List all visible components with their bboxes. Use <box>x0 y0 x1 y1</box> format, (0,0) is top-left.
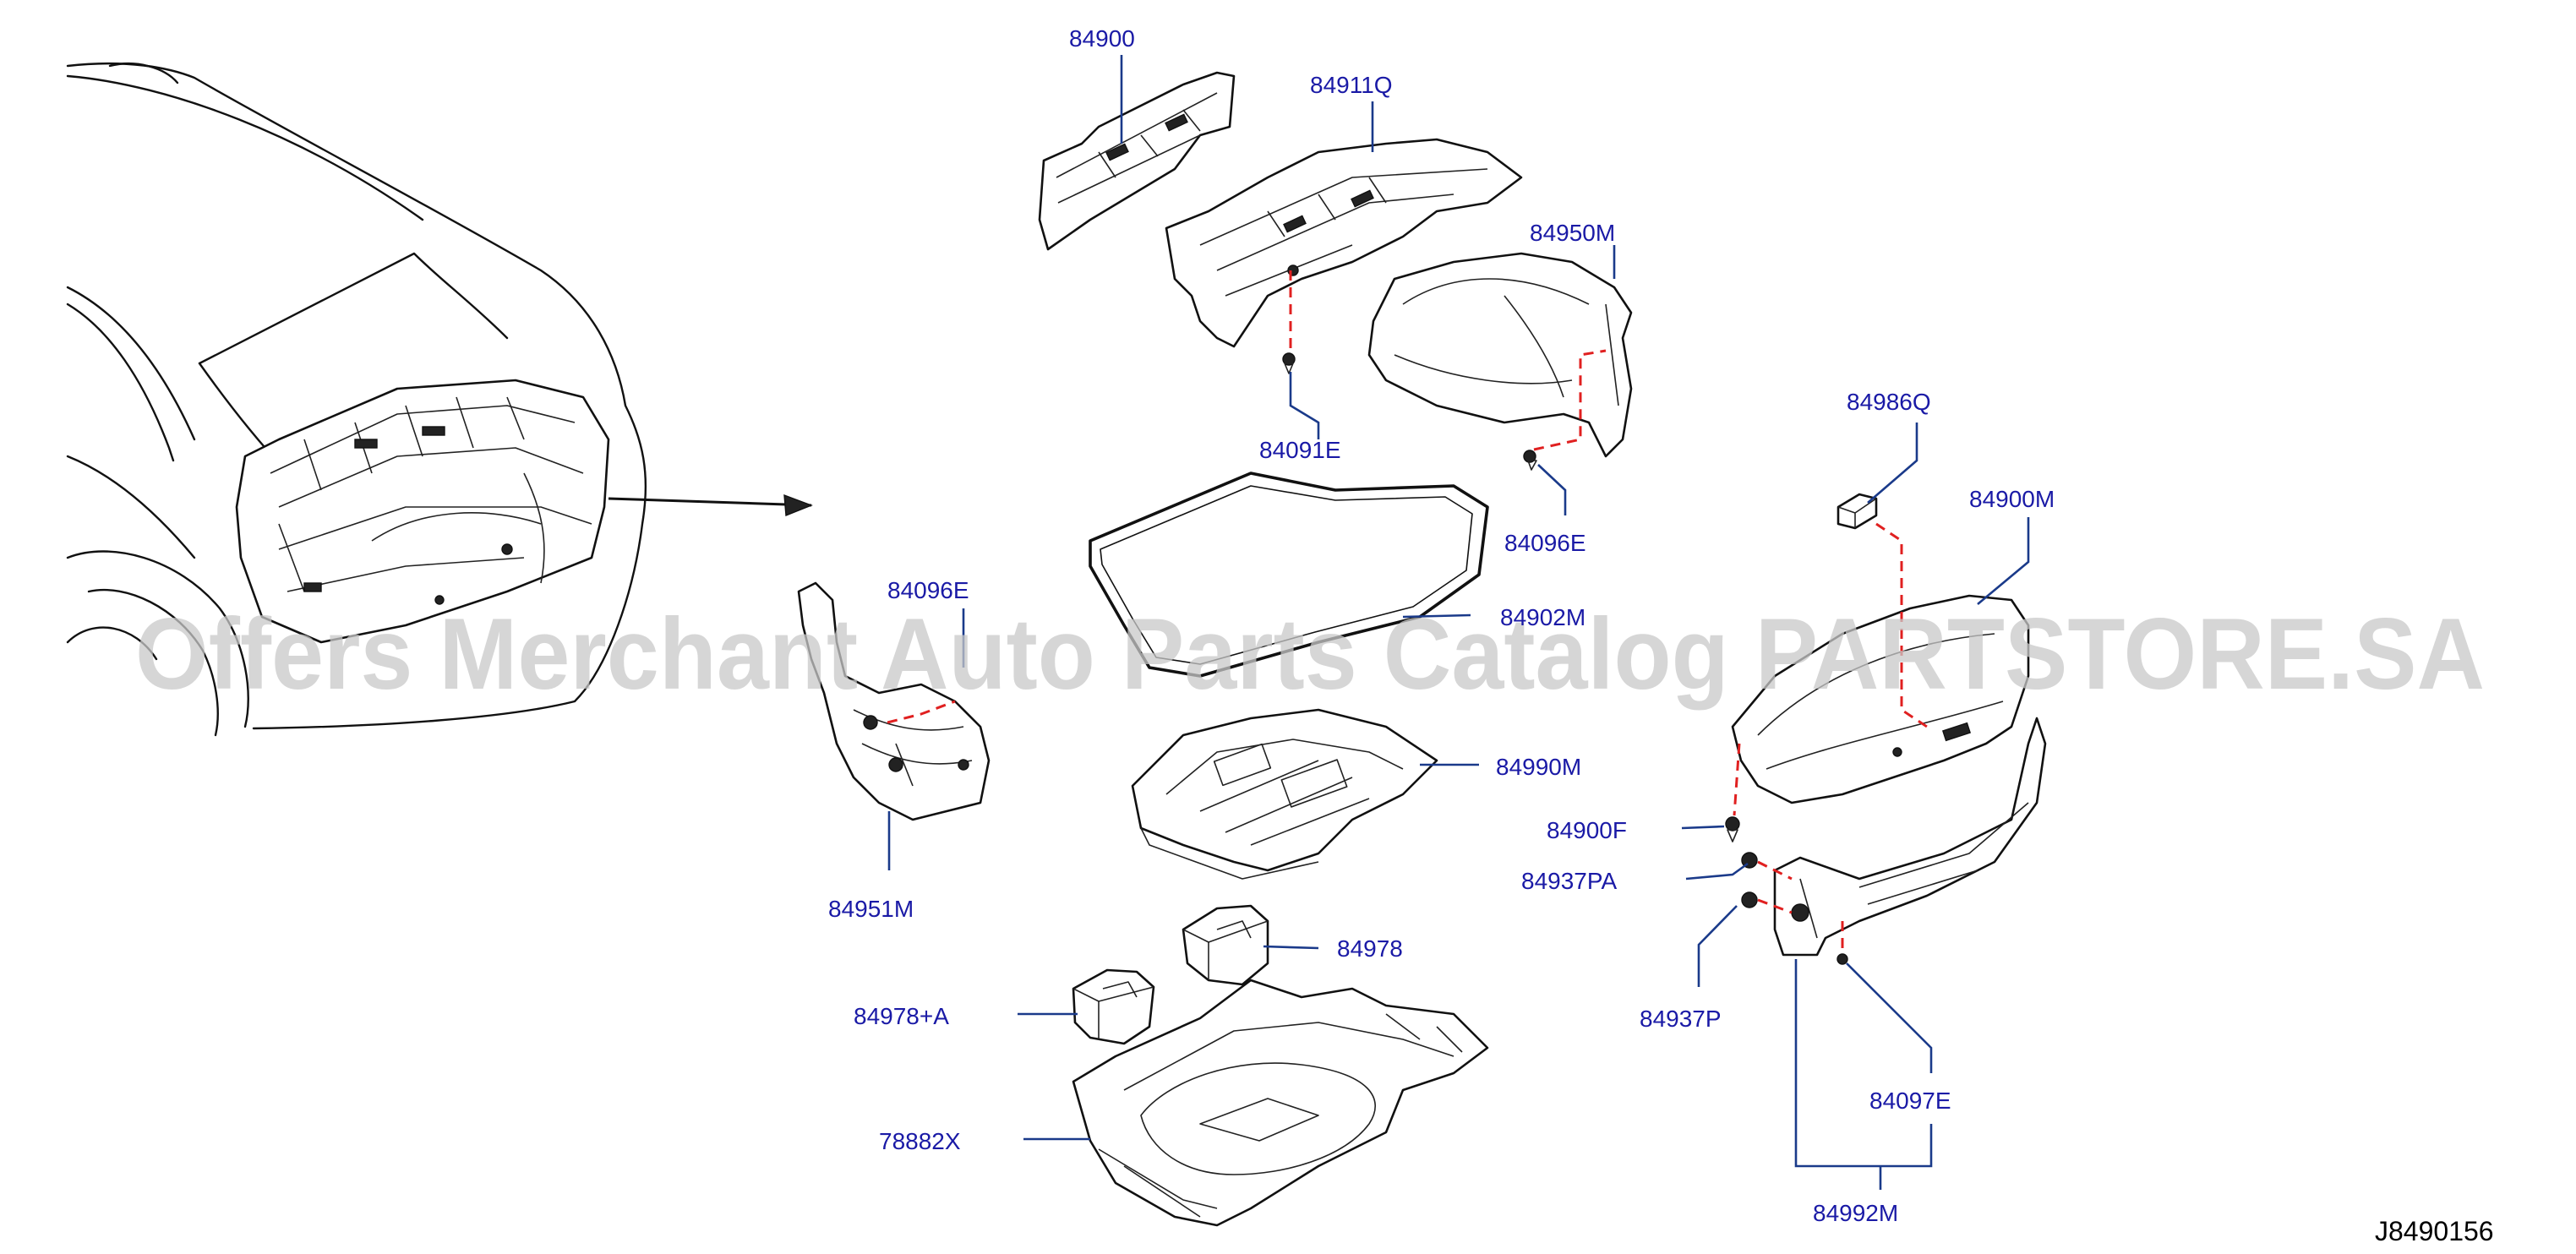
part-label[interactable]: 84937PA <box>1521 868 1617 894</box>
diagram-code: J8490156 <box>2375 1216 2494 1246</box>
part-84950M-shape <box>1367 252 1633 458</box>
clip-lines <box>887 270 1928 953</box>
part-label[interactable]: 84911Q <box>1310 72 1393 98</box>
part-label[interactable]: 84097E <box>1869 1088 1951 1114</box>
part-label[interactable]: 84900 <box>1069 25 1135 52</box>
part-label[interactable]: 84990M <box>1496 754 1581 780</box>
part-78882X-shape <box>1072 979 1489 1227</box>
part-label[interactable]: 84900F <box>1547 817 1627 843</box>
part-label[interactable]: 84937P <box>1640 1006 1722 1032</box>
part-84992M-shape <box>1773 717 2047 957</box>
direction-arrow <box>608 493 813 517</box>
fasteners <box>1282 352 1848 965</box>
part-label[interactable]: 84978 <box>1337 935 1403 962</box>
part-84978-shape <box>1182 904 1269 986</box>
part-label[interactable]: 84902M <box>1500 604 1585 630</box>
part-84900M-shape <box>1731 594 2030 804</box>
part-labels: 84900 84911Q 84950M 84091E 84096E 84986Q… <box>828 25 2055 1226</box>
part-84911Q-shape <box>1165 138 1523 348</box>
part-84978A-shape <box>1072 968 1155 1045</box>
part-label[interactable]: 84992M <box>1813 1200 1898 1226</box>
watermark-text: Offers Merchant Auto Parts Catalog PARTS… <box>135 597 2485 711</box>
part-84990M-shape <box>1131 708 1438 880</box>
part-84900-shape <box>1038 71 1236 251</box>
part-label[interactable]: 84096E <box>887 577 969 603</box>
part-label[interactable]: 84978+A <box>854 1003 949 1029</box>
part-label[interactable]: 84951M <box>828 896 914 922</box>
part-label[interactable]: 84091E <box>1259 437 1341 463</box>
leader-lines <box>887 55 2030 1190</box>
part-84986Q-shape <box>1836 493 1878 530</box>
vehicle-outline <box>66 62 647 737</box>
part-84951M-shape <box>797 581 991 821</box>
part-label[interactable]: 84986Q <box>1847 389 1931 415</box>
part-label[interactable]: 84096E <box>1504 530 1586 556</box>
part-label[interactable]: 84950M <box>1530 220 1615 246</box>
part-label[interactable]: 84900M <box>1969 486 2055 512</box>
part-label[interactable]: 78882X <box>879 1128 961 1154</box>
